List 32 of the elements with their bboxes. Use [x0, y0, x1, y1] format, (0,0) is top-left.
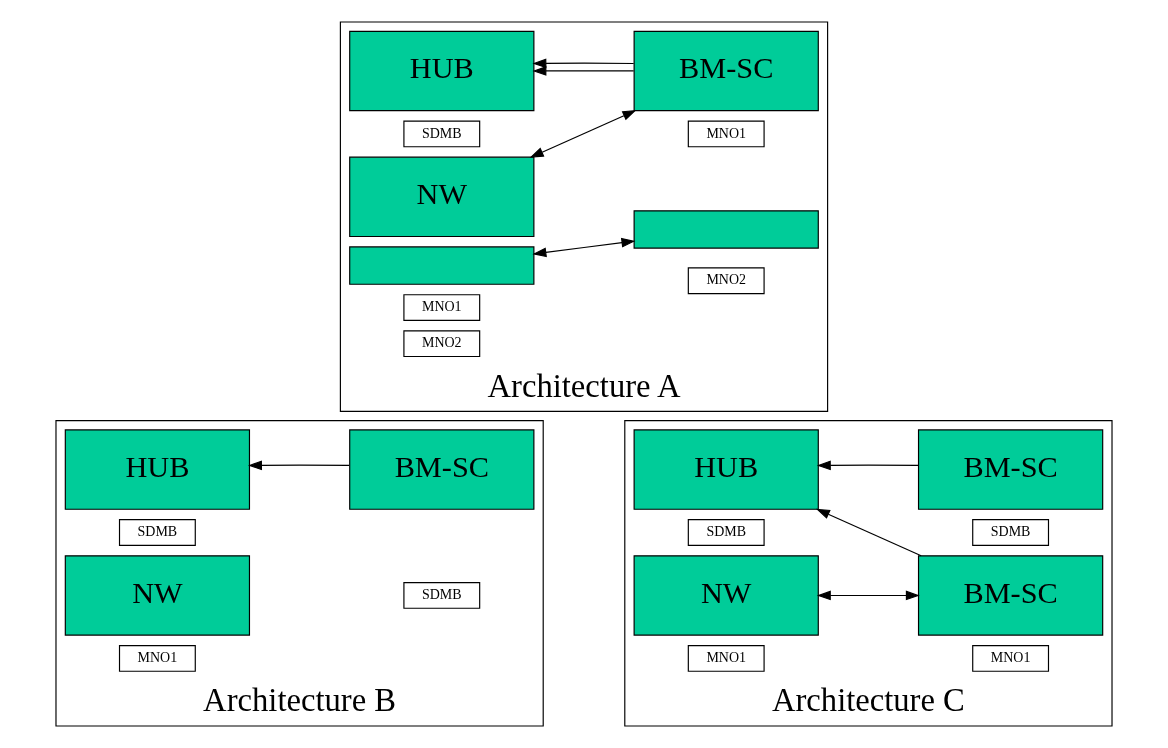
node-box: NW	[349, 156, 535, 238]
arrow	[816, 590, 920, 601]
node-box	[349, 246, 535, 285]
node-box: HUB	[349, 30, 535, 112]
node-box: MNO2	[687, 267, 765, 295]
arrow	[532, 237, 636, 258]
node-box: MNO1	[972, 645, 1050, 672]
node-box	[633, 210, 819, 249]
node-box: SDMB	[403, 120, 481, 148]
arrow	[532, 58, 635, 69]
arrow	[248, 460, 350, 471]
node-box: MNO1	[118, 645, 196, 672]
arrow	[815, 508, 922, 557]
node-box: MNO2	[403, 330, 481, 358]
node-box: HUB	[633, 429, 819, 510]
node-box: HUB	[64, 429, 251, 510]
arrow	[529, 110, 637, 158]
arrow	[816, 460, 919, 471]
node-box: SDMB	[687, 519, 765, 546]
node-box: BM-SC	[349, 429, 535, 510]
node-box: MNO1	[687, 120, 765, 148]
node-box: BM-SC	[633, 30, 819, 112]
node-box: SDMB	[403, 582, 481, 609]
node-box: NW	[633, 555, 819, 636]
node-box: BM-SC	[917, 429, 1104, 510]
node-box: SDMB	[972, 519, 1050, 546]
arrow	[532, 66, 635, 76]
node-box: MNO1	[687, 645, 765, 672]
node-box: SDMB	[118, 519, 196, 546]
node-box: BM-SC	[917, 555, 1104, 636]
node-box: NW	[64, 555, 251, 636]
node-box: MNO1	[403, 294, 481, 321]
